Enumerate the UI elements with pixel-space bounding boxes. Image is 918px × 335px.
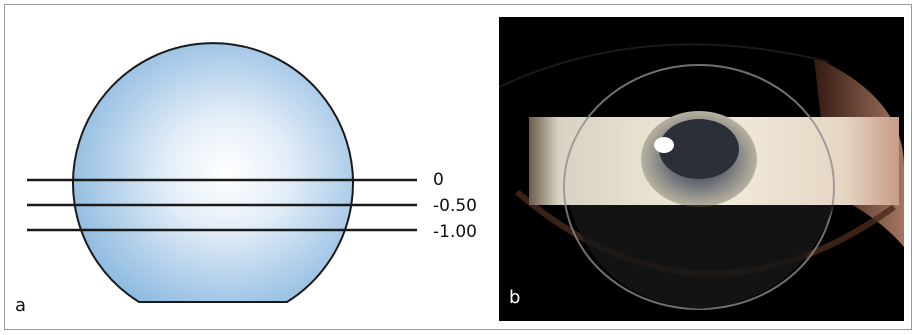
- panel-a-label: a: [15, 297, 26, 315]
- power-label-minus-1-00: -1.00: [433, 224, 477, 241]
- lens-shape: [73, 43, 353, 302]
- eye-photo-svg: [499, 17, 904, 321]
- power-label-minus-0-50: -0.50: [433, 198, 477, 215]
- figure-frame: 0 -0.50 -1.00 a: [4, 4, 912, 330]
- power-label-0: 0: [433, 172, 444, 189]
- panel-b-label: b: [509, 289, 520, 307]
- panel-b-eye-photo: b: [499, 17, 904, 321]
- lens-diagram-svg: [5, 5, 505, 331]
- specular-highlight: [654, 137, 674, 153]
- panel-a-diagram: 0 -0.50 -1.00 a: [5, 5, 505, 331]
